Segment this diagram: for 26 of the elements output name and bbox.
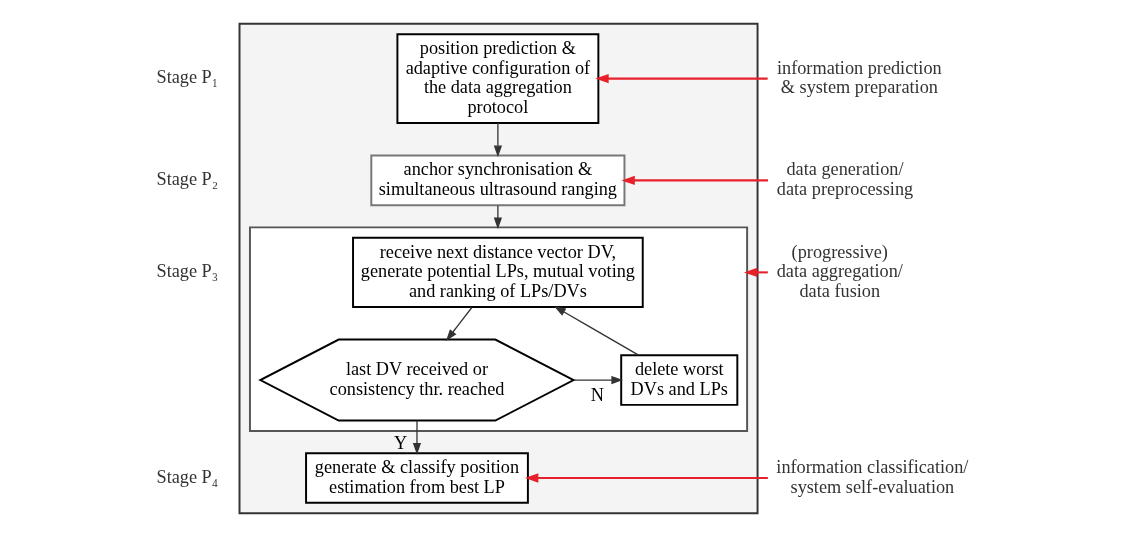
node-box: delete worst DVs and LPs [620, 354, 739, 406]
arrow [493, 122, 502, 158]
arrow [412, 420, 422, 455]
arrow [573, 375, 624, 385]
cluster [249, 226, 749, 432]
node-text: (progressive) data aggregation/ data fusion [776, 241, 903, 301]
node-text: information prediction & system preparation [776, 57, 942, 98]
arrow [743, 267, 768, 278]
arrow [446, 306, 473, 342]
arrow [554, 306, 640, 356]
node-box: anchor synchronisation & simultaneous ultrasound ranging [370, 154, 626, 207]
node-box: receive next distance vector DV, generate potential LPs, mutual voting and ranking of LPs/DVs [352, 236, 644, 308]
label: Stage P₄ [156, 466, 219, 487]
node-text: information classification/ system self-evaluation [776, 457, 969, 497]
node-box: generate & classify position estimation from best LP [305, 452, 529, 504]
edge-label: N [590, 385, 604, 406]
label: Stage P₁ [156, 67, 219, 88]
node-text: data generation/ data preprocessing [776, 159, 914, 199]
label: Stage P₂ [156, 169, 219, 190]
arrow [621, 175, 768, 186]
arrow [595, 73, 768, 84]
edge-label: Y [393, 433, 408, 454]
node-box: position prediction & adaptive configuration of the data aggregation protocol [396, 33, 600, 124]
label: Stage P₃ [156, 261, 219, 282]
arrow [493, 205, 502, 230]
arrow [525, 473, 768, 483]
